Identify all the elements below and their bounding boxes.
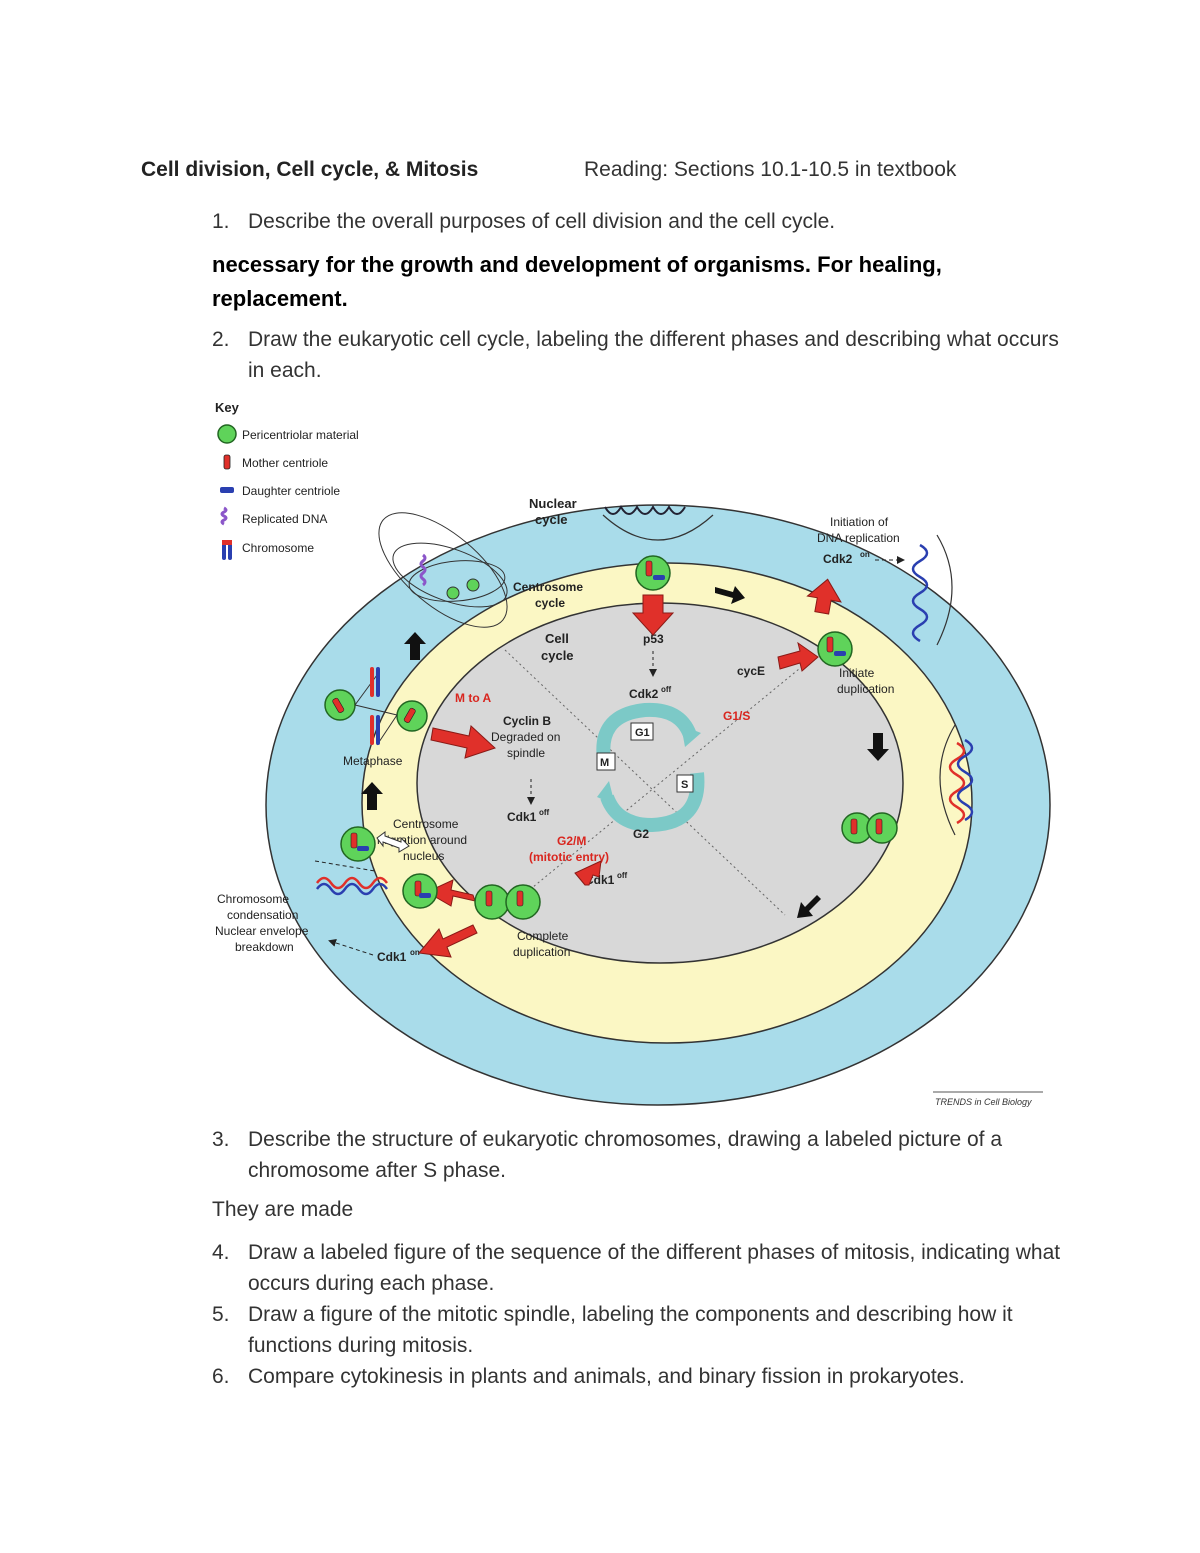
answer-1: necessary for the growth and development…: [212, 252, 942, 311]
label-cdk1on-sup: on: [410, 948, 420, 957]
label-initiate-duplication: duplication: [837, 682, 894, 696]
document-title: Cell division, Cell cycle, & Mitosis: [141, 158, 479, 181]
question-2: 2. Draw the eukaryotic cell cycle, label…: [212, 324, 1072, 386]
label-centrosome-cycle: cycle: [535, 596, 565, 610]
nuclear-arc: [602, 514, 714, 541]
daughter-centriole-icon: [220, 487, 234, 493]
label-metaphase: Metaphase: [343, 754, 403, 768]
label-cell-cycle: Cell: [545, 631, 569, 646]
label-cdk2off: Cdk2: [629, 687, 659, 701]
question-number: 1.: [212, 210, 230, 233]
label-centrosome-migration: Centrosome: [393, 817, 459, 831]
dna-wave: [604, 504, 686, 515]
label-g2m: G2/M: [557, 834, 586, 848]
cell-cycle-figure: Key Pericentriolar material Mother centr…: [215, 400, 1051, 1107]
label-condensation: breakdown: [235, 940, 294, 954]
label-nuclear-cycle: cycle: [535, 512, 568, 527]
question-number: 5.: [212, 1303, 230, 1326]
mother-centriole-icon: [223, 454, 231, 470]
chromosome-icon: [222, 540, 232, 560]
document-header: Cell division, Cell cycle, & Mitosis Rea…: [141, 158, 1041, 192]
red-arrows: [418, 578, 842, 958]
figure-credit: TRENDS in Cell Biology: [935, 1097, 1032, 1107]
metaphase-chromosomes: [354, 667, 398, 746]
phase-s: S: [681, 779, 688, 791]
label-initiation: Initiation of: [830, 515, 889, 529]
label-condensation: condensation: [227, 908, 298, 922]
key-title: Key: [215, 400, 240, 415]
label-nuclear-cycle: Nuclear: [529, 496, 577, 511]
answer-3: They are made: [212, 1198, 354, 1221]
label-complete-duplication: Complete: [517, 929, 569, 943]
reading-assignment: Reading: Sections 10.1-10.5 in textbook: [584, 158, 957, 181]
question-3: 3. Describe the structure of eukaryotic …: [212, 1124, 1072, 1186]
key-item: Chromosome: [242, 541, 314, 555]
phase-g2: G2: [633, 827, 649, 841]
label-cdk2on: Cdk2: [823, 552, 853, 566]
label-initiation: DNA replication: [817, 531, 900, 545]
question-text: Compare cytokinesis in plants and animal…: [248, 1365, 965, 1388]
condensing-dna: [315, 876, 389, 890]
pericentriolar-icon: [217, 424, 237, 444]
black-arrows: [361, 586, 889, 918]
label-cdk1off-2-sup: off: [617, 871, 628, 880]
label-cdk1off: Cdk1: [507, 810, 537, 824]
spindle-sketch: [378, 512, 508, 628]
label-initiate-duplication: Initiate: [839, 666, 875, 680]
label-cdk2off-sup: off: [661, 685, 672, 694]
label-condensation: Chromosome: [217, 892, 289, 906]
label-g1s: G1/S: [723, 709, 750, 723]
question-text: Describe the overall purposes of cell di…: [248, 210, 836, 233]
label-complete-duplication: duplication: [513, 945, 570, 959]
sector-line: [504, 649, 786, 916]
centrioles: [332, 560, 883, 907]
label-cdk1off-sup: off: [539, 808, 550, 817]
key-item: Pericentriolar material: [242, 428, 359, 442]
phase-cycle: G1 S M G2: [596, 702, 705, 841]
replicated-dna: [948, 741, 966, 825]
label-cdk1on: Cdk1: [377, 950, 407, 964]
phase-g1: G1: [635, 727, 650, 739]
question-5: 5. Draw a figure of the mitotic spindle,…: [212, 1299, 1072, 1361]
label-cell-cycle: cycle: [541, 648, 574, 663]
label-centrosome-cycle: Centrosome: [513, 580, 583, 594]
question-number: 4.: [212, 1241, 230, 1264]
label-cyclin-b: Cyclin B: [503, 714, 551, 728]
label-cyclin-b: Degraded on: [491, 730, 560, 744]
label-condensation: Nuclear envelope: [215, 924, 309, 938]
label-centrosome-migration: nucleus: [403, 849, 444, 863]
question-number: 2.: [212, 328, 230, 351]
label-p53: p53: [643, 632, 664, 646]
question-text: Draw the eukaryotic cell cycle, labeling…: [248, 328, 1059, 382]
label-g2m: (mitotic entry): [529, 850, 609, 864]
question-6: 6. Compare cytokinesis in plants and ani…: [212, 1361, 1092, 1392]
phase-m: M: [600, 757, 609, 769]
question-number: 6.: [212, 1365, 230, 1388]
question-4: 4. Draw a labeled figure of the sequence…: [212, 1237, 1072, 1299]
label-cyce: cycE: [737, 664, 765, 678]
replicated-dna-icon: [220, 506, 228, 526]
key-item: Mother centriole: [242, 456, 328, 470]
question-text: Draw a labeled figure of the sequence of…: [248, 1241, 1061, 1295]
question-number: 3.: [212, 1128, 230, 1151]
label-cyclin-b: spindle: [507, 746, 545, 760]
key-item: Replicated DNA: [242, 512, 327, 526]
label-cdk2on-sup: on: [860, 550, 870, 559]
key-item: Daughter centriole: [242, 484, 340, 498]
replicating-dna: [911, 543, 929, 643]
question-text: Draw a figure of the mitotic spindle, la…: [248, 1303, 1013, 1357]
question-1: 1. Describe the overall purposes of cell…: [212, 206, 1072, 237]
figure-key: Key Pericentriolar material Mother centr…: [215, 400, 359, 560]
migration-arrow: [376, 831, 410, 853]
label-m-to-a: M to A: [455, 691, 492, 705]
question-text: Describe the structure of eukaryotic chr…: [248, 1128, 1003, 1182]
sector-line: [504, 659, 811, 911]
